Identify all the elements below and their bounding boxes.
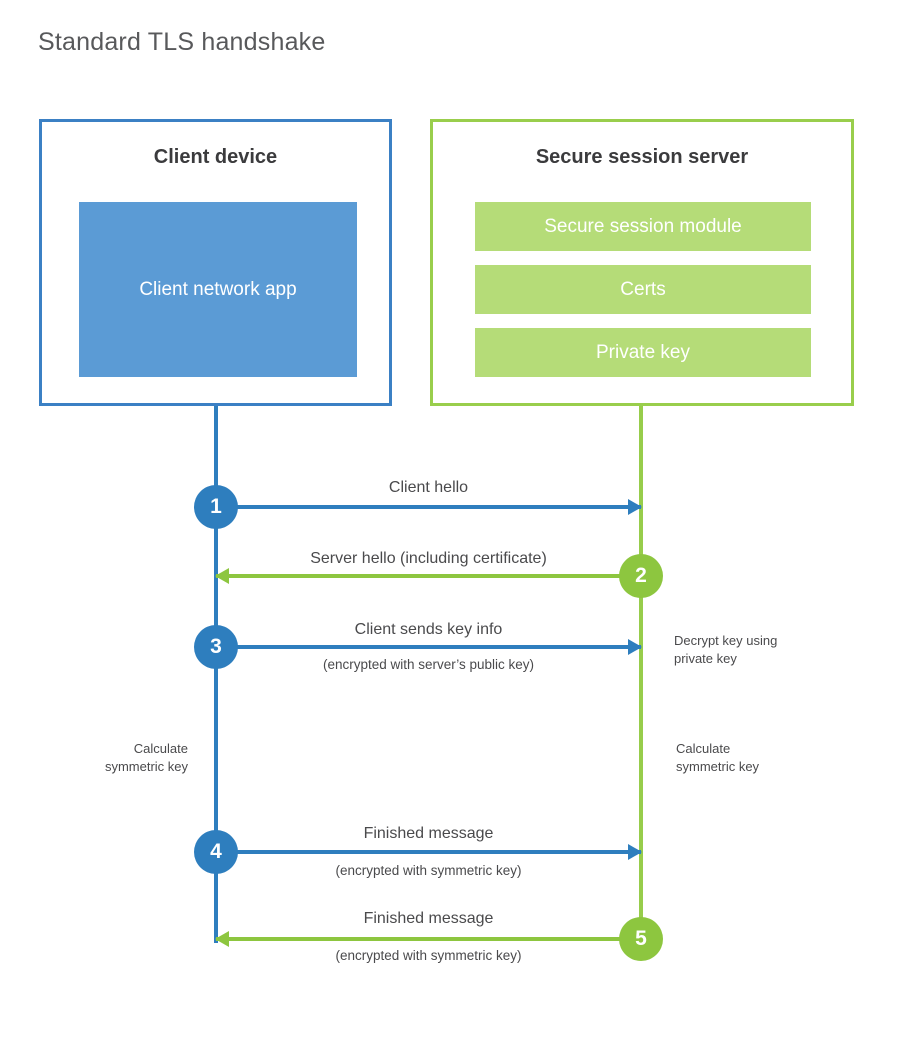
message-arrow-step-5	[215, 931, 641, 947]
message-label-step-4: Finished message	[363, 825, 494, 842]
arrowhead-right-icon	[628, 639, 642, 655]
message-arrow-step-4	[216, 844, 642, 860]
page-title: Standard TLS handshake	[38, 28, 326, 56]
message-label-step-1: Client hello	[388, 479, 469, 496]
note-decrypt-key-line-1: Decrypt key using	[674, 633, 778, 648]
client-lifeline	[214, 406, 218, 943]
arrowhead-left-icon	[215, 568, 229, 584]
note-calc-server-line-2: symmetric key	[676, 758, 760, 774]
server-module-list: Secure session module Certs Private key	[475, 202, 811, 377]
server-module-secure-session-module: Secure session module	[475, 202, 811, 251]
server-module-certs: Certs	[475, 265, 811, 314]
server-lifeline	[639, 406, 643, 939]
arrowhead-left-icon	[215, 931, 229, 947]
message-label-step-2: Server hello (including certificate)	[310, 550, 547, 567]
arrowhead-right-icon	[628, 844, 642, 860]
step-circle-4: 4	[194, 830, 238, 874]
step-circle-5: 5	[619, 917, 663, 961]
note-calc-client-line-2: symmetric key	[104, 758, 188, 774]
message-arrow-step-1	[216, 499, 642, 515]
client-device-box: Client device Client network app	[39, 119, 392, 406]
note-decrypt-key-line-2: private key	[674, 650, 737, 666]
step-circle-2: 2	[619, 554, 663, 598]
secure-session-server-box: Secure session server Secure session mod…	[430, 119, 854, 406]
note-calc-client-line-1: Calculate	[133, 741, 188, 756]
message-label-step-3: Client sends key info	[354, 621, 503, 638]
message-label-step-5: Finished message	[363, 910, 494, 927]
step-circle-1: 1	[194, 485, 238, 529]
message-arrow-step-3	[216, 639, 642, 655]
note-calculate-symmetric-key-server: Calculate symmetric key	[676, 740, 856, 775]
note-calculate-symmetric-key-client: Calculate symmetric key	[20, 740, 188, 775]
message-sublabel-step-5: (encrypted with symmetric key)	[335, 948, 522, 963]
message-sublabel-step-3: (encrypted with server’s public key)	[322, 657, 535, 672]
message-sublabel-step-4: (encrypted with symmetric key)	[335, 863, 522, 878]
arrowhead-right-icon	[628, 499, 642, 515]
client-network-app-block: Client network app	[79, 202, 357, 377]
message-arrow-step-2	[215, 568, 641, 584]
client-device-title: Client device	[153, 146, 278, 168]
note-decrypt-key: Decrypt key using private key	[674, 632, 854, 667]
secure-session-server-title: Secure session server	[535, 146, 749, 168]
note-calc-server-line-1: Calculate	[676, 741, 731, 756]
server-module-private-key: Private key	[475, 328, 811, 377]
step-circle-3: 3	[194, 625, 238, 669]
